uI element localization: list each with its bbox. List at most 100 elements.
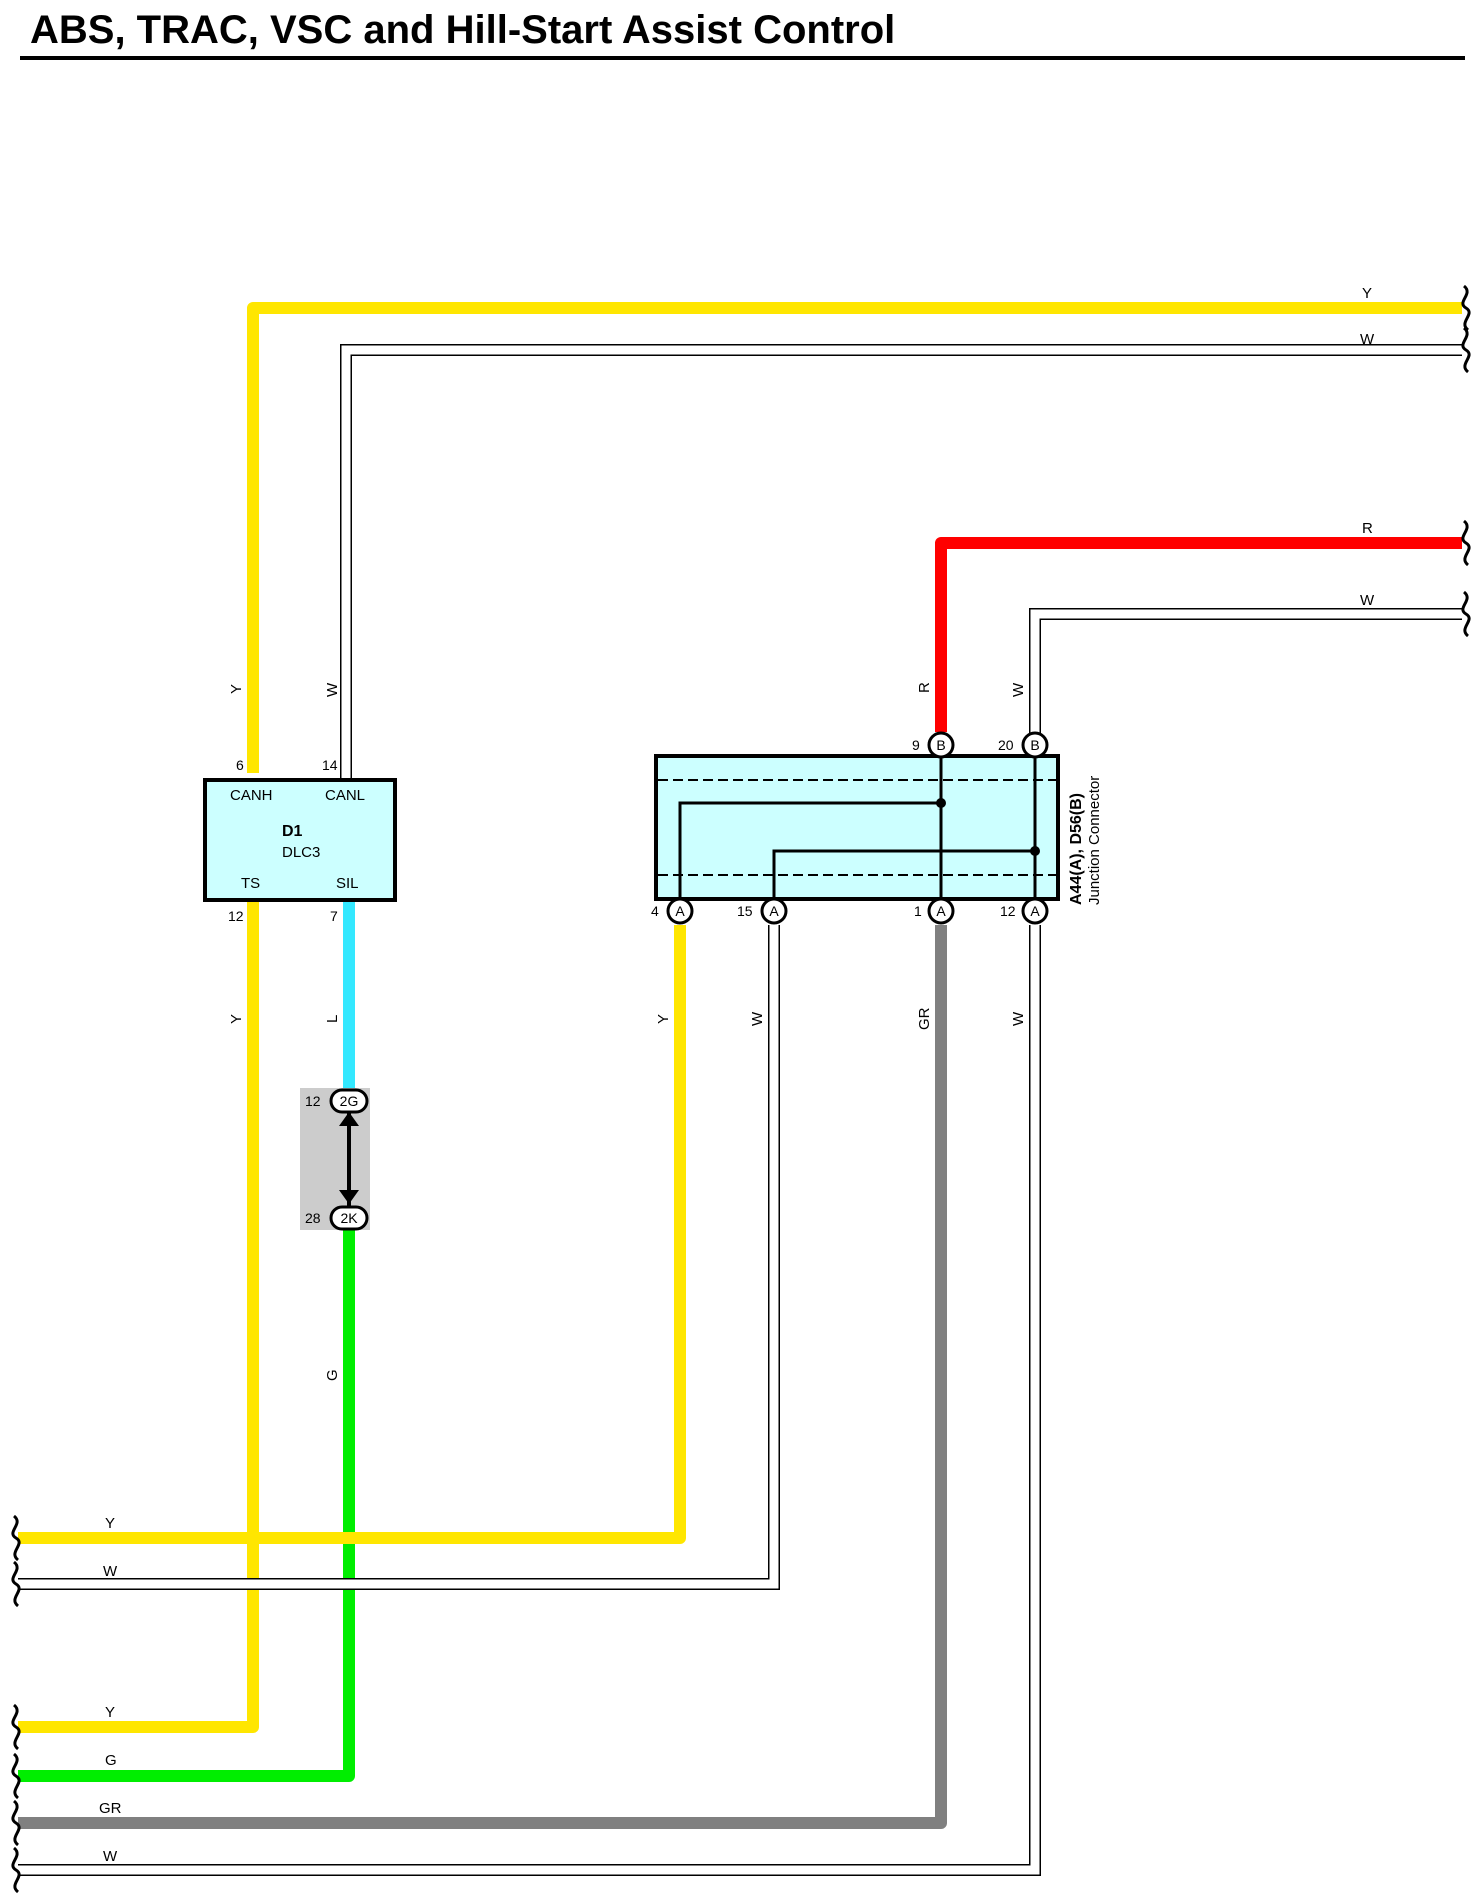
wire-w-canl-top-outline [340,344,1462,778]
label-d1-canh-y: Y [228,684,245,694]
jc-pin-15a-bubble [760,897,788,925]
dlc3-pin-ts: 12 [228,908,244,924]
jc-pin-20b-bubble [1021,731,1049,759]
dlc3-pin-canl: 14 [322,757,338,773]
jc-pin-12a-bubble [1021,897,1049,925]
jc-splice-2 [1030,846,1040,856]
wire-w-pin15 [18,925,779,1589]
wire-r-pin9 [935,537,1462,732]
label-jc-pin4-y: Y [655,1014,672,1024]
dlc3-pin-canh: 6 [236,757,244,773]
break-mark-left-5 [11,1846,21,1894]
wire-y-pin4 [18,925,686,1544]
jc-pin-12a-num: 12 [1000,903,1016,919]
jc-pin-1a-bubble [927,897,955,925]
jc-title-group: A44(A), D56(B) Junction Connector [1068,776,1103,905]
jc-pin-4a: A 4 [651,897,694,925]
arrow-up-icon [339,1112,359,1126]
wire-y-canh-top [247,302,1462,773]
dlc3-name: D1 [282,823,303,840]
label-jc-pin9-r: R [916,682,933,693]
jc-pin-20b-conn: B [1030,737,1039,753]
label-jc-pin1-gr: GR [916,1007,933,1030]
label-bottom-gr: GR [99,1800,122,1817]
break-mark-left-0 [11,1514,21,1562]
jc-pin-20b: B 20 [998,731,1049,759]
dlc3-pin-sil: 7 [330,908,338,924]
jc-desc: Junction Connector [1086,776,1103,905]
label-bottom-y1: Y [105,1515,115,1532]
junction-block: 2G 12 2K 28 [300,1088,370,1231]
junction-connector-body [654,754,1060,901]
label-right-w: W [1360,592,1375,609]
break-mark-left-2 [11,1703,21,1751]
break-mark-right-1 [1461,326,1471,374]
dlc3-canl-label: CANL [325,787,365,804]
connector-2k-label: 2K [340,1210,358,1226]
page-title: ABS, TRAC, VSC and Hill-Start Assist Con… [30,8,896,52]
label-bottom-w2: W [103,1848,118,1865]
jc-name: A44(A), D56(B) [1068,793,1085,905]
break-mark-right-0 [1461,284,1471,332]
label-bottom-w1: W [103,1563,118,1580]
jc-pin-1a-conn: A [936,903,946,919]
label-bottom-g: G [105,1752,117,1769]
connector-2g-pin: 12 [305,1093,321,1109]
jc-pin-4a-bubble [666,897,694,925]
jc-splice-1 [936,798,946,808]
wire-w-canl-top [341,345,1462,778]
connector-2g-bubble [329,1088,369,1114]
wire-w-pin20 [1030,609,1462,735]
connector-2k-pin: 28 [305,1210,321,1226]
break-mark-right-2 [1461,519,1471,567]
wire-w-pin20-outline [1029,608,1462,735]
label-top-y: Y [1362,285,1372,302]
wire-y-ts [18,898,259,1733]
jc-pin-12a-conn: A [1030,903,1040,919]
jc-pin-12a: A 12 [1000,897,1049,925]
dlc3-ts-label: TS [241,875,260,892]
label-d1-sil-l: L [324,1015,341,1023]
jc-pin-20b-num: 20 [998,737,1014,753]
label-jc-pin15-w: W [749,1011,766,1026]
dlc3-connector: CANH CANL D1 DLC3 TS SIL 6 14 12 7 [203,757,397,924]
dlc3-body [203,778,397,902]
connector-2g-label: 2G [340,1093,359,1109]
title-rule [20,56,1465,60]
label-jc-pin12-w: W [1010,1011,1027,1026]
jc-pin-9b: B 9 [912,731,955,759]
connector-2k-bubble [329,1205,369,1231]
label-d1-ts-y: Y [228,1014,245,1024]
label-right-r: R [1362,520,1373,537]
dlc3-canh-label: CANH [230,787,273,804]
jc-pin-15a-conn: A [769,903,779,919]
jc-pin-9b-bubble [927,731,955,759]
jc-pin-4a-num: 4 [651,903,659,919]
jc-bus-a [678,801,941,898]
break-mark-left-3 [11,1752,21,1800]
jc-pin-9b-num: 9 [912,737,920,753]
break-mark-left-4 [11,1799,21,1847]
wire-break-marks [11,284,1471,1894]
jc-pin-1a-num: 1 [914,903,922,919]
dlc3-sil-label: SIL [336,875,359,892]
label-sil-g: G [324,1369,341,1381]
jc-pin-4a-conn: A [675,903,685,919]
label-top-w: W [1360,331,1375,348]
break-mark-right-3 [1461,590,1471,638]
arrow-down-icon [339,1190,359,1204]
dlc3-desc: DLC3 [282,844,320,861]
jc-pin-15a-num: 15 [737,903,753,919]
wire-g [18,1225,355,1782]
wire-gr-pin1 [18,925,947,1829]
wire-w-pin12 [18,925,1040,1875]
label-bottom-y2: Y [105,1704,115,1721]
label-jc-pin20-w: W [1010,682,1027,697]
jc-bus-c [772,849,1035,898]
break-mark-left-1 [11,1560,21,1608]
jc-pin-9b-conn: B [936,737,945,753]
junction-connector: A44(A), D56(B) Junction Connector B 9 B … [651,731,1103,925]
jc-pin-1a: A 1 [914,897,955,925]
jc-pin-15a: A 15 [737,897,788,925]
